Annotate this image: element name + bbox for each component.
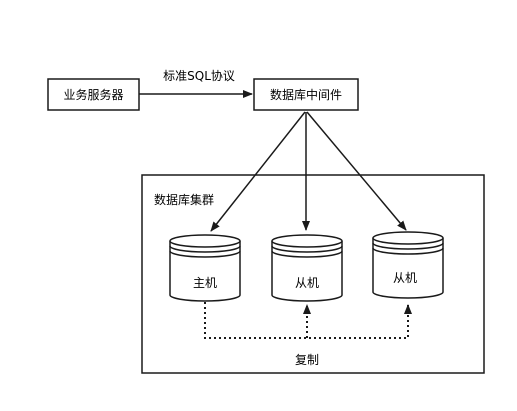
master-label: 主机 [193, 276, 217, 290]
slave-1-label: 从机 [295, 276, 319, 290]
slave-2-db-icon: 从机 [372, 231, 444, 299]
middleware-node: 数据库中间件 [253, 78, 359, 111]
app-server-node: 业务服务器 [47, 78, 140, 111]
replication-path [204, 302, 412, 339]
replication-edges: 复制 [204, 302, 412, 367]
slave-1-db-icon: 从机 [271, 234, 343, 302]
cluster-group: 数据库集群 [141, 174, 485, 374]
app-server-label: 业务服务器 [63, 87, 123, 102]
protocol-edge: 标准SQL协议 [139, 68, 253, 98]
master-db-icon: 主机 [169, 234, 241, 302]
edge-to-master [210, 111, 306, 232]
slave-2-label: 从机 [393, 271, 417, 285]
replication-label: 复制 [295, 353, 319, 367]
middleware-to-db-edges [210, 111, 407, 232]
protocol-label: 标准SQL协议 [163, 68, 235, 83]
edge-to-slave-2 [306, 111, 407, 231]
middleware-label: 数据库中间件 [270, 87, 342, 102]
cluster-label: 数据库集群 [154, 192, 214, 207]
